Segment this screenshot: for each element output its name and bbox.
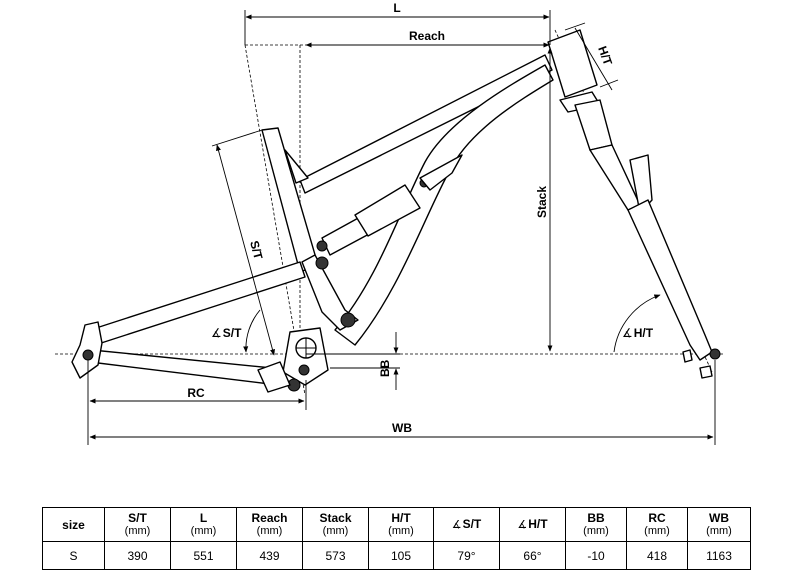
header-label: S/T <box>128 511 147 525</box>
table-cell-0: S <box>42 541 105 570</box>
table-header-7: ∡H/T <box>499 507 566 542</box>
header-label: H/T <box>391 511 411 525</box>
wb-label: WB <box>392 421 412 435</box>
header-label: Stack <box>319 511 352 525</box>
ht-angle-arc <box>613 294 661 353</box>
down-tube <box>334 64 554 346</box>
table-header-6: ∡S/T <box>433 507 500 542</box>
main-pivot <box>315 256 329 270</box>
st-dimension <box>216 144 275 356</box>
reach-label: Reach <box>409 29 445 43</box>
table-cell-7: 66° <box>499 541 566 570</box>
header-unit: (mm) <box>124 525 151 537</box>
table-cell-1: 390 <box>104 541 171 570</box>
table-header-3: Reach(mm) <box>236 507 303 542</box>
table-cell-6: 79° <box>433 541 500 570</box>
header-label: L <box>199 511 208 525</box>
shock-mount <box>419 154 463 191</box>
rear-shock <box>316 178 429 256</box>
table-cell-3: 439 <box>236 541 303 570</box>
rocker-link <box>301 254 359 331</box>
rc-label: RC <box>187 386 205 400</box>
table-header-9: RC(mm) <box>626 507 688 542</box>
table-header-2: L(mm) <box>170 507 237 542</box>
angle-icon: ∡ <box>451 519 462 531</box>
table-header-10: WB(mm) <box>687 507 751 542</box>
bike-frame <box>71 54 554 393</box>
header-label: Reach <box>251 511 288 525</box>
header-label: WB <box>709 511 729 525</box>
link-pivot <box>340 312 356 328</box>
table-cell-5: 105 <box>368 541 434 570</box>
header-unit: (mm) <box>256 525 283 537</box>
bb-label: BB <box>378 359 392 377</box>
header-label: ∡H/T <box>517 517 548 531</box>
stack-label: Stack <box>535 186 549 218</box>
st-label: S/T <box>247 239 266 261</box>
st-angle-arc <box>243 309 261 353</box>
header-label: BB <box>587 511 605 525</box>
ht-dimension <box>574 27 613 91</box>
header-unit: (mm) <box>706 525 732 537</box>
fork-stanchion <box>589 144 641 211</box>
table-header-4: Stack(mm) <box>302 507 369 542</box>
header-unit: (mm) <box>190 525 217 537</box>
st-angle-label: ∡S/T <box>211 326 242 340</box>
table-cell-9: 418 <box>626 541 688 570</box>
header-unit: (mm) <box>644 525 670 537</box>
seat-stay <box>89 261 306 346</box>
table-cell-2: 551 <box>170 541 237 570</box>
table-cell-8: -10 <box>565 541 627 570</box>
table-cell-4: 573 <box>302 541 369 570</box>
fork-crown <box>574 99 613 151</box>
chain-stay <box>89 349 279 386</box>
table-header-5: H/T(mm) <box>368 507 434 542</box>
bike-geometry-diagram: L Reach H/T Stack S/T ∡S/T ∡H/T BB RC WB <box>55 1 725 445</box>
head-tube <box>547 29 598 98</box>
angle-icon: ∡ <box>517 519 528 531</box>
ht-angle-label: ∡H/T <box>622 326 654 340</box>
lower-pivot-2 <box>298 364 310 376</box>
ht-label: H/T <box>595 44 615 68</box>
seat-gusset <box>284 149 309 184</box>
header-unit: (mm) <box>583 525 609 537</box>
header-label: ∡S/T <box>451 517 482 531</box>
header-unit: (mm) <box>388 525 414 537</box>
seat-tube <box>261 127 319 273</box>
table-header-0: size <box>42 507 105 542</box>
header-label: size <box>62 517 85 532</box>
table-header-8: BB(mm) <box>565 507 627 542</box>
l-label: L <box>393 1 400 15</box>
rear-axle <box>82 349 94 361</box>
front-fork <box>547 29 721 379</box>
header-label: RC <box>648 511 666 525</box>
fork-brace <box>629 154 653 214</box>
table-cell-10: 1163 <box>687 541 751 570</box>
header-unit: (mm) <box>322 525 349 537</box>
front-axle <box>709 348 721 360</box>
table-header-1: S/T(mm) <box>104 507 171 542</box>
